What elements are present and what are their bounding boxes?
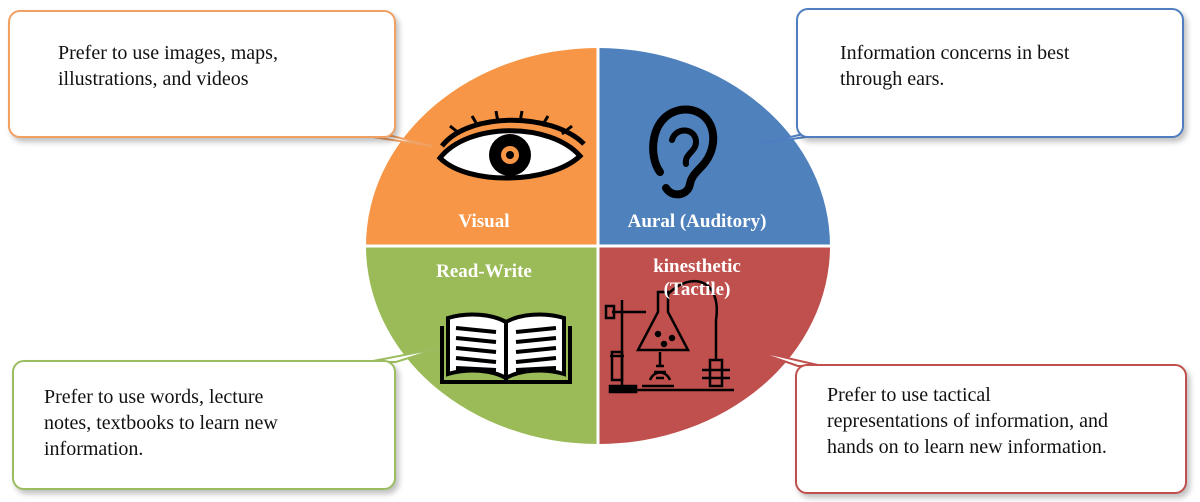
- visual-callout-line2: illustrations, and videos: [58, 68, 249, 90]
- aural-callout-line2: through ears.: [840, 68, 945, 90]
- read-write-callout: Prefer to use words, lecture notes, text…: [12, 360, 396, 490]
- eye-icon: [436, 110, 586, 181]
- kinesthetic-callout: Prefer to use tactical representations o…: [795, 364, 1187, 494]
- lab-apparatus-icon: [604, 279, 734, 394]
- read-write-callout-line1: Prefer to use words, lecture: [44, 386, 264, 408]
- aural-callout: Information concerns in best through ear…: [796, 8, 1184, 138]
- visual-label: Visual: [458, 211, 509, 232]
- read-write-label: Read-Write: [436, 261, 532, 282]
- kinesthetic-callout-line1: Prefer to use tactical: [827, 384, 991, 406]
- open-book-icon: [440, 312, 572, 384]
- kinesthetic-label-line2: (Tactile): [664, 279, 731, 300]
- kinesthetic-callout-line3: hands on to learn new information.: [827, 436, 1107, 458]
- aural-callout-line1: Information concerns in best: [840, 42, 1070, 64]
- kinesthetic-label-line1: kinesthetic: [653, 256, 741, 277]
- visual-callout-line1: Prefer to use images, maps,: [58, 42, 278, 64]
- visual-callout: Prefer to use images, maps, illustration…: [8, 10, 396, 138]
- ear-icon: [649, 105, 718, 199]
- read-write-callout-line2: notes, textbooks to learn new: [44, 412, 278, 434]
- quadrant-circle: [366, 48, 830, 444]
- aural-label: Aural (Auditory): [628, 211, 767, 232]
- kinesthetic-callout-line2: representations of information, and: [827, 410, 1109, 432]
- read-write-callout-line3: information.: [44, 438, 144, 460]
